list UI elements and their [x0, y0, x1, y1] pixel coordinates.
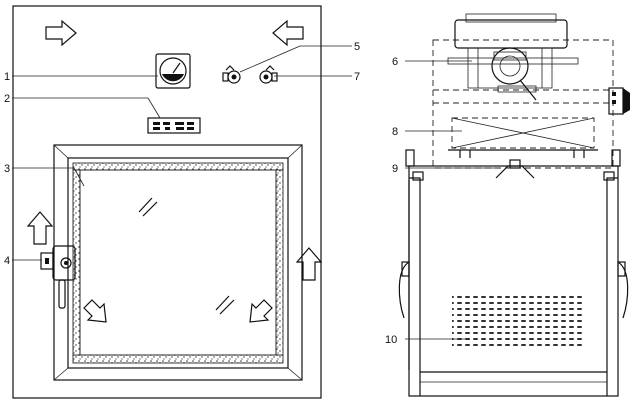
side-view [398, 13, 630, 397]
airflow-arrow-top-right [272, 19, 304, 47]
side-rails [398, 171, 629, 396]
airflow-arrow-top-left [45, 19, 77, 47]
mounting-bracket [405, 149, 621, 179]
door-gasket [72, 162, 284, 364]
door-frame [53, 144, 303, 381]
hepa-filter [448, 117, 598, 158]
fan-blower [447, 13, 579, 101]
control-panel [147, 117, 201, 134]
callout-5: 5 [354, 41, 360, 53]
cabinet-outline [12, 5, 322, 399]
side-connector [608, 87, 630, 115]
callout-10: 10 [385, 334, 397, 346]
leader-lines [12, 45, 500, 340]
pressure-gauge [155, 53, 191, 89]
callout-labels: 1 2 3 4 5 6 7 8 9 10 [4, 41, 398, 346]
airflow-arrow-left-up [26, 211, 54, 245]
airflow-arrow-bottom-left [83, 299, 107, 323]
perforated-panel [452, 296, 584, 348]
callout-8: 8 [392, 126, 398, 138]
front-view [12, 5, 323, 399]
callout-3: 3 [4, 163, 10, 175]
callout-7: 7 [354, 71, 360, 83]
upper-housing [432, 39, 614, 169]
valve-7 [259, 65, 278, 84]
door-handle [40, 245, 76, 309]
callout-1: 1 [4, 71, 10, 83]
callout-2: 2 [4, 93, 10, 105]
callout-6: 6 [392, 56, 398, 68]
airflow-arrow-right-up [295, 247, 323, 281]
callout-4: 4 [4, 255, 10, 267]
glass-reflection-marks [138, 197, 235, 315]
valve-5 [222, 65, 241, 84]
airflow-arrow-bottom-right [249, 299, 273, 323]
callout-9: 9 [392, 163, 398, 175]
cabinet-body [408, 165, 619, 397]
